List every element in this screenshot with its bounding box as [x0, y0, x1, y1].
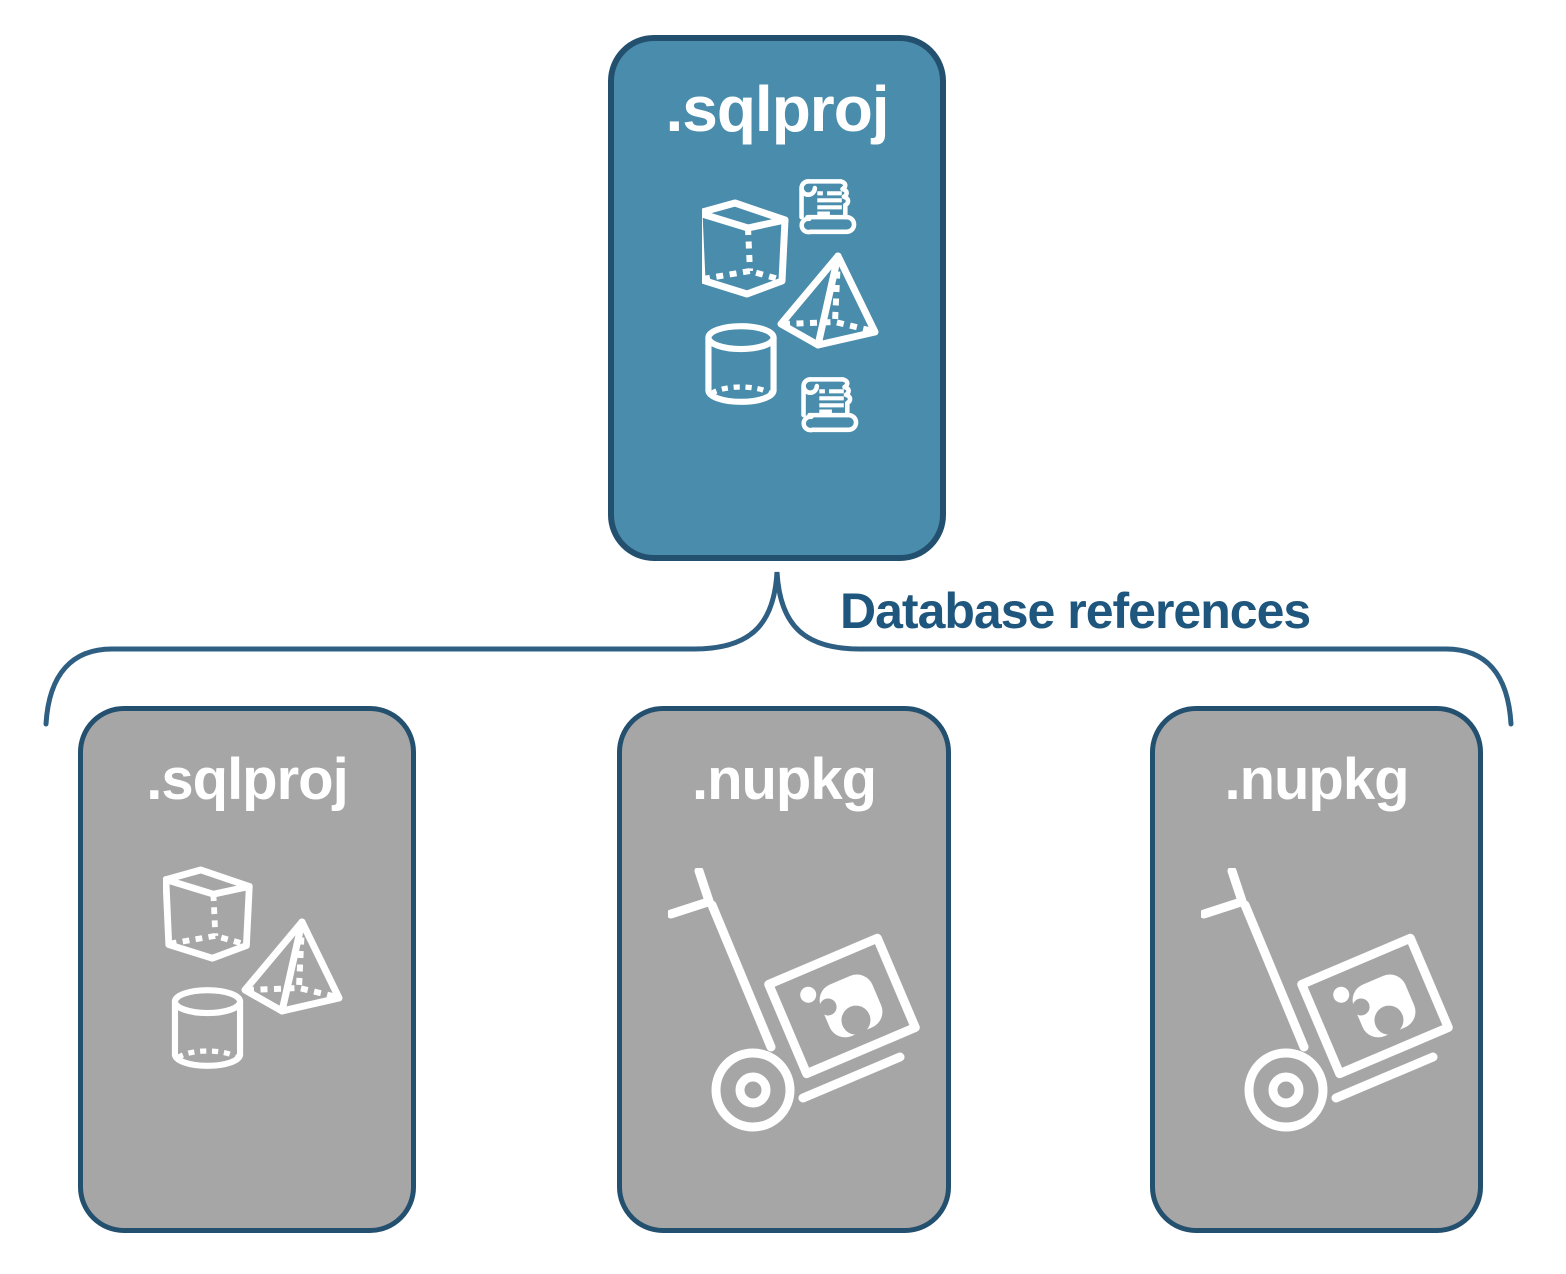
script-scroll-icon [802, 181, 855, 232]
hand-truck-icon [671, 871, 915, 1127]
database-cylinder-icon [708, 326, 773, 402]
nupkg-child-node: .nupkg [1150, 706, 1483, 1233]
child-node-label: .nupkg [1224, 747, 1409, 812]
nuget-package-hand-truck-icon [668, 868, 924, 1134]
cube-icon [702, 203, 785, 294]
script-scroll-icon [804, 379, 857, 430]
pyramid-icon [245, 922, 339, 1011]
hand-truck-icon [1204, 871, 1448, 1127]
sqlproj-root-node: .sqlproj [608, 35, 946, 561]
pyramid-icon [781, 256, 875, 345]
database-cylinder-icon [175, 990, 240, 1066]
sql-project-contents-icons [163, 861, 353, 1071]
sqlproj-child-node: .sqlproj [78, 706, 416, 1233]
cube-icon [166, 870, 249, 958]
root-node-label: .sqlproj [665, 73, 889, 145]
nupkg-child-node: .nupkg [617, 706, 951, 1233]
database-references-label: Database references [840, 583, 1311, 639]
child-node-label: .sqlproj [146, 747, 348, 812]
child-node-label: .nupkg [691, 747, 877, 812]
nuget-package-hand-truck-icon [1201, 868, 1457, 1134]
sql-project-contents-icons [702, 174, 902, 474]
